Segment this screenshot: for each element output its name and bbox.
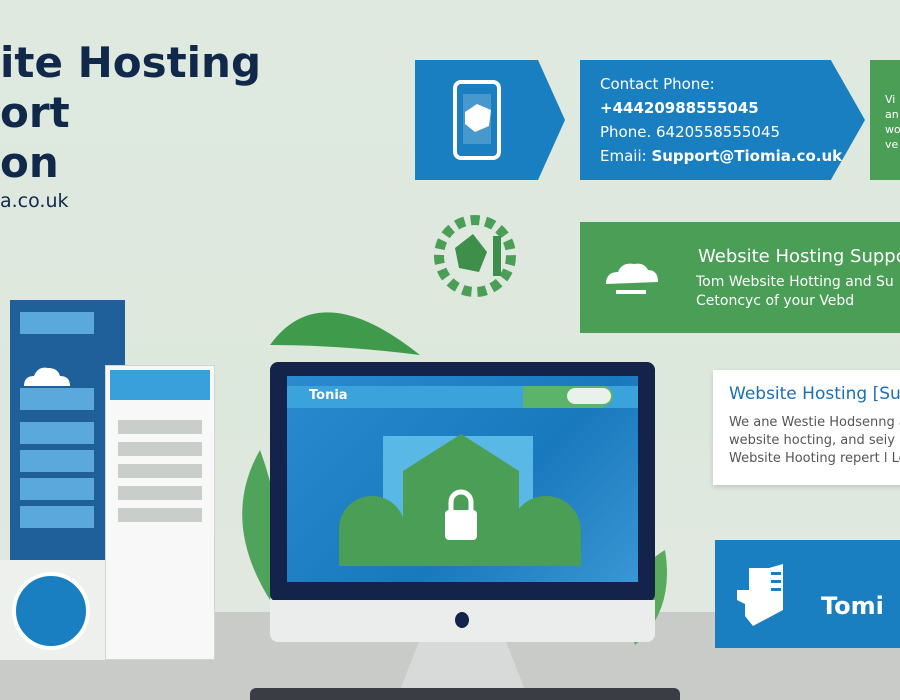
- contact-label: Contact Phone:: [600, 75, 715, 93]
- brand-box: Tomi: [715, 540, 900, 648]
- card-line: Website Hooting repert l Lo: [729, 451, 900, 466]
- card-line: We ane Westie Hodsenng a: [729, 415, 900, 430]
- side-text: ve: [885, 138, 899, 151]
- contact-phone-2: Phone. 6420558555045: [600, 123, 781, 141]
- screen-button[interactable]: [565, 386, 613, 406]
- card-title: Website Hosting [Su: [729, 384, 900, 404]
- side-text: Vi: [885, 93, 896, 106]
- headline-line-1: ite Hosting: [0, 38, 262, 87]
- card-line: website hocting, and seiy: [729, 433, 895, 448]
- cloud-server-icon: [606, 263, 658, 294]
- cloud-icon: [24, 367, 70, 386]
- info-card: Website Hosting [Su We ane Westie Hodsen…: [713, 370, 900, 485]
- server-building-icon: [737, 564, 783, 626]
- side-text: wo: [885, 123, 900, 136]
- email-label: Emaii:: [600, 147, 647, 165]
- headline-line-3: on: [0, 138, 59, 187]
- monitor-screen: Tonia: [287, 376, 638, 582]
- hosting-support-banner: Website Hosting Suppo Tom Website Hottin…: [580, 222, 900, 333]
- lock-icon: [445, 489, 477, 540]
- monitor-stand: [400, 642, 525, 690]
- headline-line-2: ort: [0, 88, 70, 137]
- document-panel: [105, 365, 215, 660]
- phone-arrow-panel: [415, 60, 565, 180]
- banner-line-1: Tom Website Hotting and Su: [696, 274, 894, 290]
- screen-brand: Tonia: [309, 388, 348, 403]
- headline-url: a.co.uk: [0, 190, 69, 212]
- monitor: Tonia: [270, 362, 655, 602]
- cloud-badge-icon: [12, 572, 90, 650]
- contact-panel: Contact Phone: +44420988555045 Phone. 64…: [580, 60, 865, 180]
- leaf-icon: [242, 450, 278, 600]
- contact-phone-1: +44420988555045: [600, 99, 759, 117]
- brand-name: Tomi: [821, 592, 884, 620]
- side-text: an: [885, 108, 899, 121]
- smartphone-icon: [453, 80, 501, 160]
- gear-icon: [434, 215, 516, 297]
- side-green-panel: Vi an wo ve: [870, 60, 900, 180]
- apple-logo-icon: [455, 612, 469, 628]
- keyboard: [250, 688, 680, 700]
- banner-line-2: Cetoncyc of your Vebd: [696, 293, 855, 309]
- monitor-chin: [270, 600, 655, 642]
- banner-title: Website Hosting Suppo: [698, 246, 900, 267]
- email-link[interactable]: Support@Tiomia.co.uk: [651, 147, 843, 165]
- leaf-icon: [270, 312, 420, 355]
- badge-panel: [0, 560, 105, 660]
